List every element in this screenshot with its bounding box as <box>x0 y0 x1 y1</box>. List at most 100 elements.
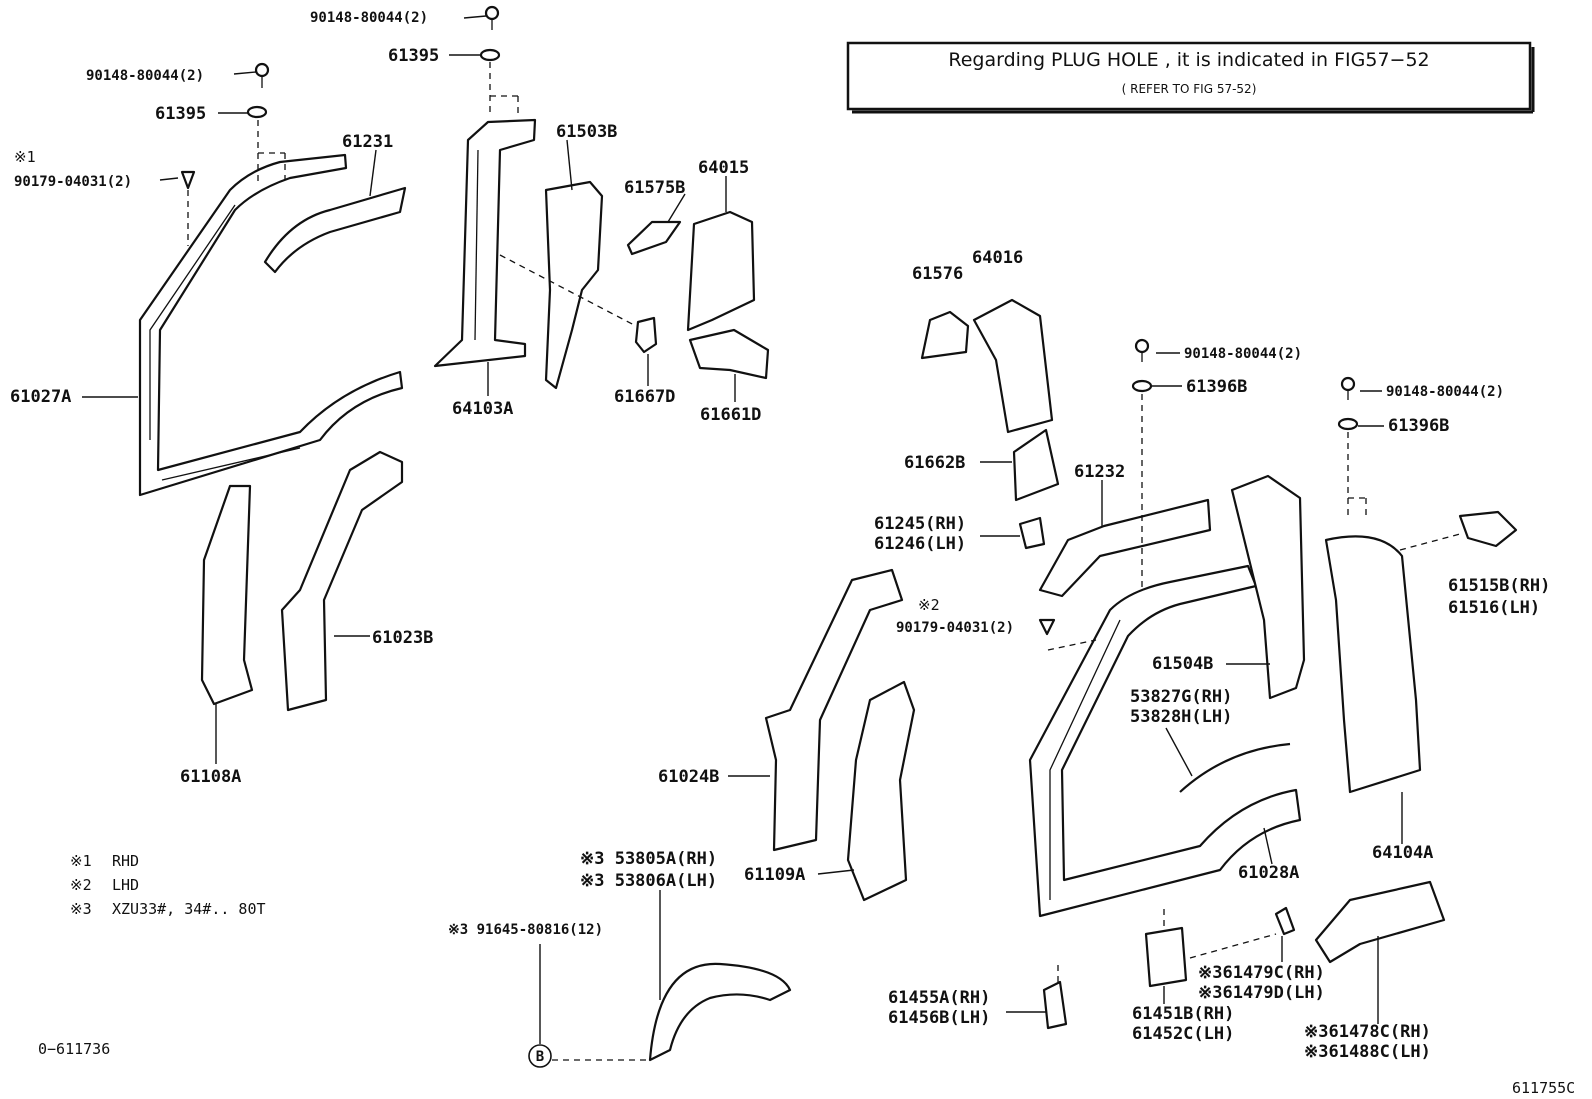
washer-icon <box>479 48 501 62</box>
banner-title: Regarding PLUG HOLE , it is indicated in… <box>948 49 1429 71</box>
label-53806a-lh: ※3 53806A(LH) <box>580 871 717 891</box>
part-61109a <box>846 680 916 902</box>
label-64103a: 64103A <box>452 399 513 419</box>
notes-legend: ※1 RHD ※2 LHD ※3 XZU33#, 34#.. 80T <box>70 852 266 918</box>
part-64103a <box>433 118 537 368</box>
part-53827g <box>1179 742 1291 793</box>
plug-hole-banner: Regarding PLUG HOLE , it is indicated in… <box>846 41 1535 114</box>
part-61503b <box>544 180 604 390</box>
label-90148-80044: 90148-80044(2) <box>310 10 428 26</box>
bolt-icon <box>484 5 500 30</box>
label-61245-rh: 61245(RH) <box>874 514 966 534</box>
washer-icon <box>246 105 268 119</box>
label-61515b-rh: 61515B(RH) <box>1448 576 1550 596</box>
part-61576 <box>920 310 970 360</box>
label-61479d-lh: ※361479D(LH) <box>1198 983 1325 1003</box>
label-61478c-rh: ※361478C(RH) <box>1304 1022 1431 1042</box>
note-3-text: XZU33#, 34#.. 80T <box>112 900 266 918</box>
leader-lines <box>82 15 1461 1061</box>
label-53828h-lh: 53828H(LH) <box>1130 707 1232 727</box>
part-labels: 90148-80044(2) 61395 90148-80044(2) 6139… <box>10 10 1550 1068</box>
washer-icon <box>1337 417 1359 431</box>
label-61451b-rh: 61451B(RH) <box>1132 1004 1234 1024</box>
note-3-mark: ※3 <box>70 900 92 918</box>
label-61108a: 61108A <box>180 767 241 787</box>
label-61024b: 61024B <box>658 767 719 787</box>
label-note2-mark: ※2 <box>918 596 940 614</box>
note-2-text: LHD <box>112 876 139 894</box>
label-61396b: 61396B <box>1388 416 1449 436</box>
part-61108a <box>200 484 254 706</box>
label-61109a: 61109A <box>744 865 805 885</box>
label-61576: 61576 <box>912 264 963 284</box>
label-61456b-lh: 61456B(LH) <box>888 1008 990 1028</box>
label-90179-04031: 90179-04031(2) <box>14 174 132 190</box>
label-61246-lh: 61246(LH) <box>874 534 966 554</box>
label-61479c-rh: ※361479C(RH) <box>1198 963 1325 983</box>
part-61478c <box>1314 880 1446 964</box>
label-61575b: 61575B <box>624 178 685 198</box>
label-53827g-rh: 53827G(RH) <box>1130 687 1232 707</box>
part-61231 <box>263 186 407 274</box>
part-61575b <box>626 220 682 256</box>
label-61455a-rh: 61455A(RH) <box>888 988 990 1008</box>
part-61662b <box>1012 428 1060 502</box>
bolt-icon <box>1134 338 1150 362</box>
part-61232 <box>1038 498 1212 598</box>
clip-icon <box>180 170 196 190</box>
part-61245 <box>1018 516 1046 550</box>
note-1-text: RHD <box>112 852 139 870</box>
part-61023b <box>280 450 404 712</box>
label-61027a: 61027A <box>10 387 71 407</box>
label-90148-80044: 90148-80044(2) <box>1184 346 1302 362</box>
part-61028a <box>1028 564 1302 918</box>
washer-icon <box>1131 379 1153 393</box>
banner-subtitle: ( REFER TO FIG 57-52) <box>1122 82 1257 96</box>
label-53805a-rh: ※3 53805A(RH) <box>580 849 717 869</box>
part-53805a <box>648 962 792 1062</box>
part-61667d <box>634 316 658 354</box>
label-61667d: 61667D <box>614 387 675 407</box>
label-61488c-lh: ※361488C(LH) <box>1304 1042 1431 1062</box>
part-drawings <box>138 5 1518 1062</box>
label-61395: 61395 <box>388 46 439 66</box>
part-61479c <box>1274 906 1296 936</box>
label-61232: 61232 <box>1074 462 1125 482</box>
bolt-icon <box>254 62 270 88</box>
label-91645-80816: ※3 91645-80816(12) <box>448 922 603 938</box>
callout-b-letter: B <box>536 1049 544 1065</box>
part-61024b <box>764 568 904 852</box>
label-64016: 64016 <box>972 248 1023 268</box>
label-61028a: 61028A <box>1238 863 1299 883</box>
footer-right-code: 611755C <box>1512 1079 1575 1097</box>
label-61023b: 61023B <box>372 628 433 648</box>
label-90148-80044: 90148-80044(2) <box>86 68 204 84</box>
label-64104a: 64104A <box>1372 843 1433 863</box>
label-61516-lh: 61516(LH) <box>1448 598 1540 618</box>
label-61661d: 61661D <box>700 405 761 425</box>
label-90148-80044: 90148-80044(2) <box>1386 384 1504 400</box>
note-2-mark: ※2 <box>70 876 92 894</box>
part-61455a <box>1042 980 1068 1030</box>
part-64015 <box>686 210 756 332</box>
label-61231: 61231 <box>342 132 393 152</box>
part-61027a <box>138 153 404 497</box>
label-61503b: 61503B <box>556 122 617 142</box>
part-61451b <box>1144 926 1188 988</box>
note-1-mark: ※1 <box>70 852 92 870</box>
label-61504b: 61504B <box>1152 654 1213 674</box>
label-61452c-lh: 61452C(LH) <box>1132 1024 1234 1044</box>
part-64104a <box>1324 535 1422 794</box>
part-61515b <box>1458 510 1518 548</box>
label-61395: 61395 <box>155 104 206 124</box>
clip-icon <box>1038 618 1056 636</box>
part-61504b <box>1230 474 1306 700</box>
label-61396b: 61396B <box>1186 377 1247 397</box>
label-note1-mark: ※1 <box>14 148 36 166</box>
label-61662b: 61662B <box>904 453 965 473</box>
part-61661d <box>688 328 770 380</box>
part-64016 <box>972 298 1054 434</box>
footer-left-code: 0−611736 <box>38 1040 110 1058</box>
callout-b: B <box>528 1044 552 1068</box>
